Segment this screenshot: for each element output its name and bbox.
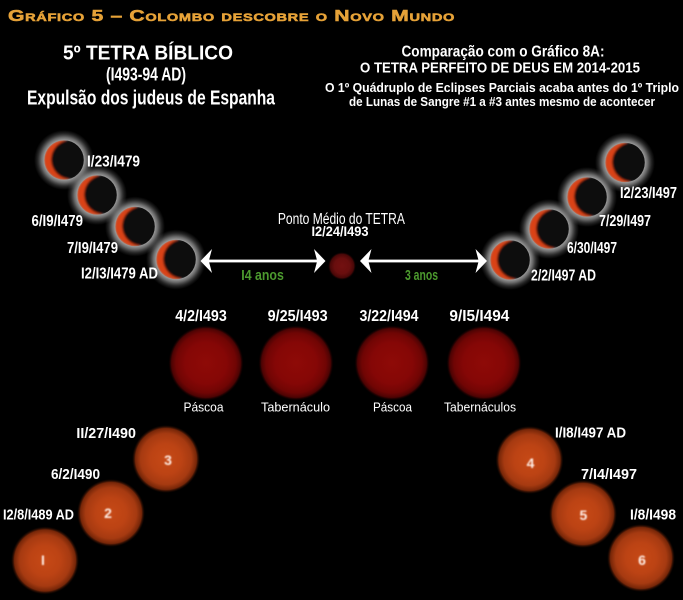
svg-text:6/30/I497: 6/30/I497 xyxy=(567,240,617,257)
svg-text:3/22/I494: 3/22/I494 xyxy=(360,308,419,325)
svg-text:O TETRA PERFEITO DE DEUS EM 20: O TETRA PERFEITO DE DEUS EM 2014-2015 xyxy=(360,60,640,77)
svg-text:6: 6 xyxy=(638,552,646,568)
svg-text:2/2/I497 AD: 2/2/I497 AD xyxy=(531,268,596,285)
svg-text:6/2/I490: 6/2/I490 xyxy=(51,466,100,483)
svg-text:Páscoa: Páscoa xyxy=(373,400,413,415)
svg-text:Ponto Médio do TETRA: Ponto Médio do TETRA xyxy=(278,211,406,228)
svg-text:I2/23/I497: I2/23/I497 xyxy=(620,185,677,202)
svg-text:(I493-94 AD): (I493-94 AD) xyxy=(106,65,186,85)
svg-text:I2/24/I493: I2/24/I493 xyxy=(312,224,369,239)
svg-text:3: 3 xyxy=(164,452,172,468)
svg-text:4/2/I493: 4/2/I493 xyxy=(175,308,227,325)
svg-text:O 1º Quádruplo de Eclipses Par: O 1º Quádruplo de Eclipses Parciais acab… xyxy=(325,81,679,95)
svg-text:I2/I3/I479 AD: I2/I3/I479 AD xyxy=(81,266,158,283)
svg-text:I/I8/I497 AD: I/I8/I497 AD xyxy=(555,425,626,442)
svg-text:6/I9/I479: 6/I9/I479 xyxy=(32,213,84,230)
svg-text:2: 2 xyxy=(104,505,112,521)
svg-text:3 anos: 3 anos xyxy=(405,267,438,284)
svg-text:I/8/I498: I/8/I498 xyxy=(630,507,676,524)
svg-text:4: 4 xyxy=(527,455,535,471)
svg-text:9/25/I493: 9/25/I493 xyxy=(268,308,328,325)
svg-text:5: 5 xyxy=(580,507,588,523)
svg-text:Páscoa: Páscoa xyxy=(184,400,225,415)
svg-text:I4 anos: I4 anos xyxy=(241,267,283,284)
svg-text:I: I xyxy=(41,552,45,568)
svg-text:7/I9/I479: 7/I9/I479 xyxy=(67,240,118,257)
svg-text:I2/8/I489 AD: I2/8/I489 AD xyxy=(3,507,74,524)
svg-text:Gráfico 5 – Colombo descobre o: Gráfico 5 – Colombo descobre o Novo Mund… xyxy=(8,8,455,25)
svg-text:de Lunas de Sangre #1 a #3 ant: de Lunas de Sangre #1 a #3 antes mesmo d… xyxy=(349,95,655,109)
svg-text:I/23/I479: I/23/I479 xyxy=(87,154,140,171)
svg-text:II/27/I490: II/27/I490 xyxy=(76,425,135,442)
svg-text:7/29/I497: 7/29/I497 xyxy=(599,213,651,230)
svg-text:7/I4/I497: 7/I4/I497 xyxy=(581,466,637,483)
svg-text:Expulsão dos judeus de Espanha: Expulsão dos judeus de Espanha xyxy=(27,87,275,110)
svg-text:Comparação com o Gráfico 8A:: Comparação com o Gráfico 8A: xyxy=(402,44,605,61)
svg-text:5º TETRA BÍBLICO: 5º TETRA BÍBLICO xyxy=(63,42,233,65)
svg-text:9/I5/I494: 9/I5/I494 xyxy=(449,308,509,325)
svg-text:Tabernáculo: Tabernáculo xyxy=(261,400,330,415)
svg-text:Tabernáculos: Tabernáculos xyxy=(444,400,516,415)
